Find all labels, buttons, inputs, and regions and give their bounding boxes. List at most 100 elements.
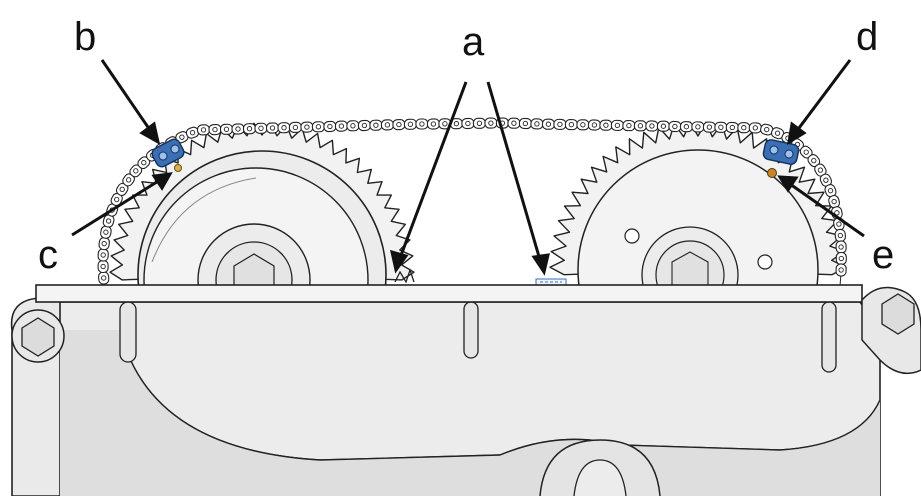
chain-link [346,120,360,132]
housing-left-rib [119,301,137,363]
chain-link [835,251,847,266]
chain-link [610,119,624,131]
housing-right-rib [821,301,837,373]
chain-link [518,117,532,130]
timing-dot-left [174,164,182,172]
chain-link [311,121,325,133]
housing-center-rib [463,301,479,359]
chain-link [97,259,109,274]
chain-link [369,119,383,131]
arrow-d-head [786,121,807,145]
right-sprocket-hole-right [757,254,773,270]
chain-link [576,119,590,131]
right-sprocket [549,121,847,391]
chain-link [461,117,475,130]
chain-link [288,121,302,133]
chain-link [426,118,440,130]
chain-link [300,121,314,133]
chain-link [323,120,337,133]
marked-link-left [151,138,185,168]
chain-link [807,154,821,168]
chain-link [679,121,693,133]
chain-link [277,122,291,134]
chain-link [98,271,110,285]
chain-link [219,123,234,135]
label-b: b [74,15,96,59]
chain-link [835,240,847,254]
chain-link [824,184,837,198]
chain-link [645,120,659,132]
chain-link [403,118,417,130]
chain-link [334,120,348,132]
arrow-a-left-head [389,249,409,274]
chain-link [242,123,257,135]
chain-link [98,237,110,251]
chain-link [265,122,280,134]
arrow-c-head [151,172,173,191]
chain-link [208,124,222,136]
chain-link [599,119,613,131]
housing-lower-curve-line [119,329,881,461]
chain-link [231,123,245,135]
chain-link [122,173,135,187]
label-d: d [856,15,878,59]
chain-link [137,156,151,170]
chain-link [129,164,143,178]
chain-link [770,127,785,140]
arrow-d [794,59,852,133]
chain-link [196,124,211,136]
marked-link-right [762,139,800,165]
right-sprocket-hole-top [624,228,640,244]
callout-arrows [71,59,865,276]
chain-link [553,118,567,130]
chain-link [725,121,739,134]
chain-link [622,120,636,132]
arrow-c [71,178,161,237]
arrow-a-right [486,81,542,261]
housing-shadow [60,330,880,496]
bolt-boss-right [861,286,921,375]
chain-link [835,263,847,277]
arrow-e [789,182,865,238]
chain-link [484,117,498,129]
chain-link [541,118,555,130]
label-a: a [462,20,485,64]
chain-link [656,120,670,132]
timing-dot-right [767,168,777,178]
chain-link [100,225,112,239]
arrow-a-left [398,81,468,259]
chain-link [714,121,728,133]
chain-link [357,119,371,132]
chain-link [587,119,601,131]
chain-link [668,120,682,133]
chain-link [819,173,833,187]
label-c: c [38,233,58,277]
left-sprocket-shading [151,177,257,263]
chain-link [254,122,268,134]
chain-link [564,119,578,131]
cylinder-head-housing [10,297,881,496]
chain-link [691,121,705,133]
chain-link [472,117,486,129]
notch-mark-left [394,267,415,284]
chain-link [102,214,115,228]
bolt-boss-left [11,309,65,363]
label-e: e [872,233,894,277]
chain-link [760,123,774,136]
chain-link [380,119,394,131]
notch-mark-center [535,278,567,286]
arrow-e-head [777,175,799,193]
arrow-b-head [139,121,161,145]
chain-link [737,122,751,134]
housing-bottom-boss-inner [573,459,627,496]
chain-link [507,117,521,129]
chain-link [97,248,109,262]
chain-link [415,118,429,130]
chain-link [392,119,406,131]
chain-link [633,120,647,132]
chain-link [748,122,762,134]
chain-link [702,121,716,133]
head-flange [35,284,863,303]
